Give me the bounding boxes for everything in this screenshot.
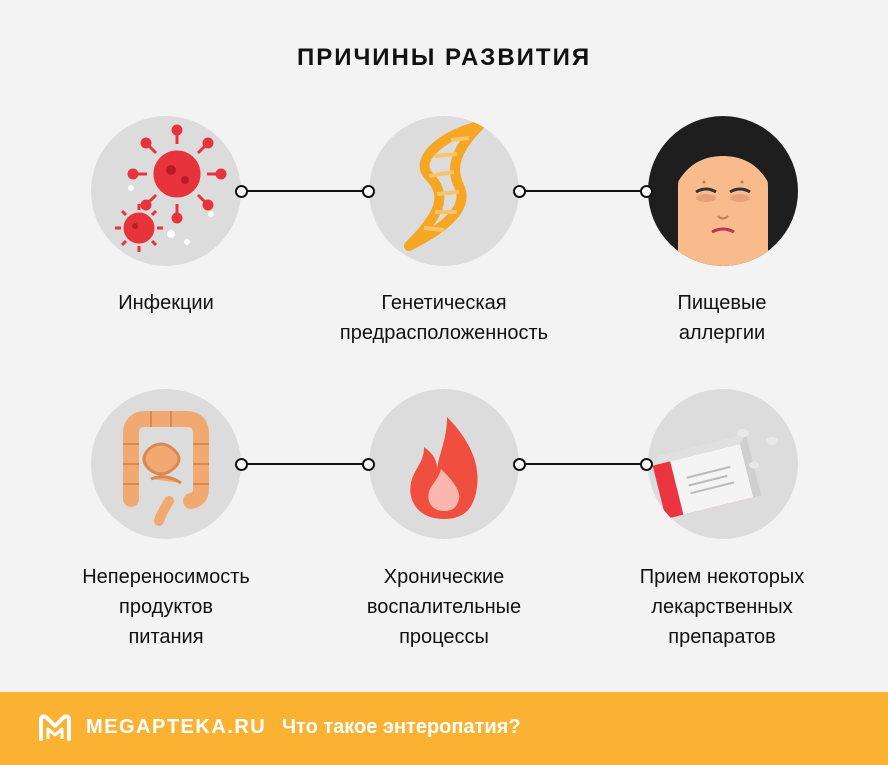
dna-circle [369,116,519,266]
connector-dot [513,458,526,471]
cause-label: Хронические воспалительные процессы [366,566,522,648]
cause-label: Инфекции [118,292,214,314]
connector-dot [362,458,375,471]
connector-dot [235,185,248,198]
dna-icon [404,121,484,251]
fire-circle [369,389,519,539]
page-title: ПРИЧИНЫ РАЗВИТИЯ [296,44,592,71]
connector-dot [362,185,375,198]
virus-icon [115,124,227,252]
medicine-box-icon [652,429,778,519]
cause-label: Непереносимость продуктов питания [82,566,250,648]
cause-label: Генетическая предрасположенность [339,292,549,344]
connector-dot [640,185,653,198]
connector-line [244,190,368,192]
cause-label: Пищевые аллергии [677,292,767,344]
connector-line [522,190,646,192]
medicine-circle [648,389,798,539]
cause-label: Прием некоторых лекарственных препаратов [639,566,805,648]
intestine-icon [123,411,209,526]
footer-bar: MEGAPTEKA.RU Что такое энтеропатия? [0,692,888,765]
connector-line [244,463,368,465]
connector-line [522,463,646,465]
fire-icon [410,417,478,519]
allergy-circle [648,116,798,266]
connector-dot [513,185,526,198]
virus-circle [91,116,241,266]
allergy-face-icon [676,148,770,266]
brand-name[interactable]: MEGAPTEKA.RU [86,716,267,738]
connector-dot [235,458,248,471]
connector-dot [640,458,653,471]
intestine-circle [91,389,241,539]
megapteka-logo-icon [39,714,71,741]
footer-article-link[interactable]: Что такое энтеропатия? [282,716,521,738]
